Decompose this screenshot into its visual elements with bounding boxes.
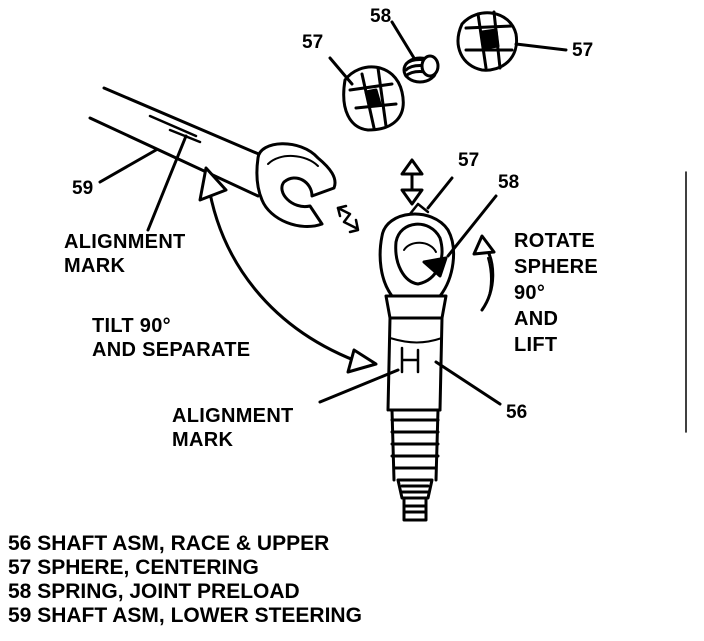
tilt-arrow: [198, 166, 378, 374]
alignment-mark-upper-label: ALIGNMENT MARK: [64, 231, 186, 277]
callout-57-top-right: 57: [572, 40, 594, 61]
lift-arrow: [400, 158, 424, 206]
leader-58-mid: [446, 194, 498, 258]
legend-item-56: 56 SHAFT ASM, RACE & UPPER: [8, 532, 330, 555]
leader-57-top-right: [514, 42, 568, 52]
legend-item-59: 59 SHAFT ASM, LOWER STEERING: [8, 604, 362, 627]
centering-sphere-left: [342, 65, 405, 132]
callout-59: 59: [72, 178, 94, 199]
centering-sphere-right: [456, 10, 519, 72]
leader-58-top: [390, 20, 416, 60]
leader-56: [434, 360, 502, 406]
leader-alignment-lower: [318, 368, 400, 404]
legend-item-57: 57 SPHERE, CENTERING: [8, 556, 259, 579]
leader-alignment-upper: [146, 134, 188, 232]
leader-57-mid: [426, 176, 454, 210]
rotate-instruction-label: ROTATE SPHERE 90° AND LIFT: [514, 230, 599, 356]
leader-59: [98, 148, 158, 184]
rotate-arrow: [472, 234, 496, 312]
tilt-instruction-label: TILT 90° AND SEPARATE: [92, 315, 251, 361]
leader-57-top-left: [328, 56, 354, 86]
callout-57-top-left: 57: [302, 32, 324, 53]
callout-56: 56: [506, 402, 528, 423]
separation-arrows: [336, 204, 360, 234]
callout-58-mid: 58: [498, 172, 520, 193]
callout-57-mid: 57: [458, 150, 480, 171]
callout-58-top: 58: [370, 6, 392, 27]
alignment-mark-lower-label: ALIGNMENT MARK: [172, 405, 294, 451]
preload-spring-top: [402, 54, 440, 84]
parts-legend: 56 SHAFT ASM, RACE & UPPER 57 SPHERE, CE…: [8, 532, 362, 628]
legend-item-58: 58 SPRING, JOINT PRELOAD: [8, 580, 300, 603]
upper-shaft-race: [378, 202, 455, 522]
lower-steering-shaft: [88, 86, 337, 228]
